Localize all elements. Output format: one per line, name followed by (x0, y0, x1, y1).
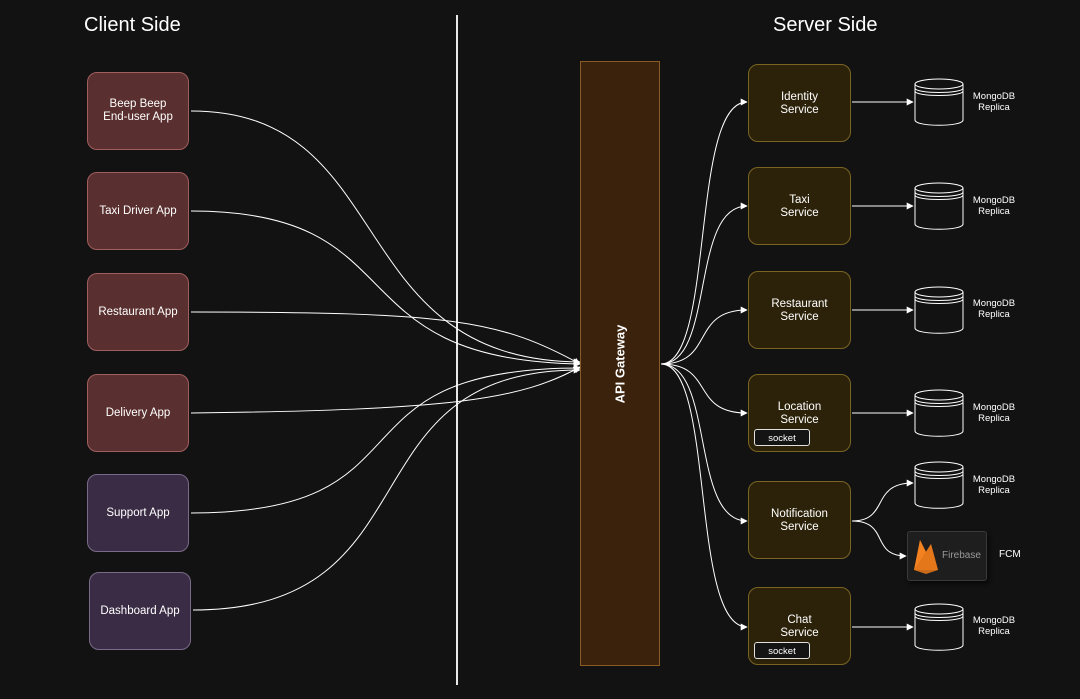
fcm-label: FCM (999, 549, 1021, 560)
service-notification-label: Notification Service (771, 508, 828, 533)
chat-socket-badge: socket (754, 642, 810, 659)
database-icon (914, 603, 964, 651)
service-identity: Identity Service (748, 64, 851, 142)
api-gateway: API Gateway (580, 61, 660, 666)
edge-gateway-location (660, 363, 748, 417)
database-icon (914, 78, 964, 126)
database-icon (914, 182, 964, 230)
client-taxi-driver-app: Taxi Driver App (87, 172, 189, 250)
db-label-chat: MongoDB Replica (972, 615, 1016, 637)
edge-taxidriver-gateway (190, 210, 581, 368)
service-chat: Chat Service socket (748, 587, 851, 665)
client-side-heading: Client Side (84, 14, 181, 36)
client-server-divider (456, 15, 458, 685)
firebase-box: Firebase (907, 531, 987, 581)
database-icon (914, 389, 964, 437)
database-icon (914, 461, 964, 509)
service-taxi: Taxi Service (748, 167, 851, 245)
edge-restaurant-gateway (190, 311, 581, 365)
edge-support-gateway (190, 364, 581, 514)
service-taxi-label: Taxi Service (780, 194, 819, 219)
client-support-app: Support App (87, 474, 189, 552)
edge-notification-db (851, 479, 914, 522)
db-label-notification: MongoDB Replica (972, 474, 1016, 496)
edge-notification-firebase (851, 520, 907, 560)
client-restaurant-app: Restaurant App (87, 273, 189, 351)
server-side-heading: Server Side (773, 14, 878, 36)
db-label-restaurant: MongoDB Replica (972, 298, 1016, 320)
edge-gateway-taxi (660, 202, 748, 365)
service-chat-label: Chat Service (780, 614, 819, 639)
location-socket-badge: socket (754, 429, 810, 446)
service-identity-label: Identity Service (780, 91, 819, 116)
service-notification: Notification Service (748, 481, 851, 559)
edge-gateway-notification (660, 363, 748, 525)
service-restaurant-label: Restaurant Service (771, 298, 828, 323)
edge-gateway-chat (660, 363, 748, 631)
edge-dashboard-gateway (192, 366, 581, 611)
edge-enduser-gateway (190, 110, 581, 366)
database-icon (914, 286, 964, 334)
client-enduser-app: Beep Beep End-user App (87, 72, 189, 150)
db-label-identity: MongoDB Replica (972, 91, 1016, 113)
edge-delivery-gateway (190, 366, 581, 414)
service-location-label: Location Service (777, 401, 822, 426)
service-location: Location Service socket (748, 374, 851, 452)
firebase-flame-icon (914, 540, 938, 574)
client-dashboard-app: Dashboard App (89, 572, 191, 650)
db-label-taxi: MongoDB Replica (972, 195, 1016, 217)
edge-gateway-restaurant (660, 306, 748, 365)
client-delivery-app: Delivery App (87, 374, 189, 452)
db-label-location: MongoDB Replica (972, 402, 1016, 424)
service-restaurant: Restaurant Service (748, 271, 851, 349)
edge-gateway-identity (660, 98, 748, 365)
firebase-label: Firebase (942, 550, 981, 561)
